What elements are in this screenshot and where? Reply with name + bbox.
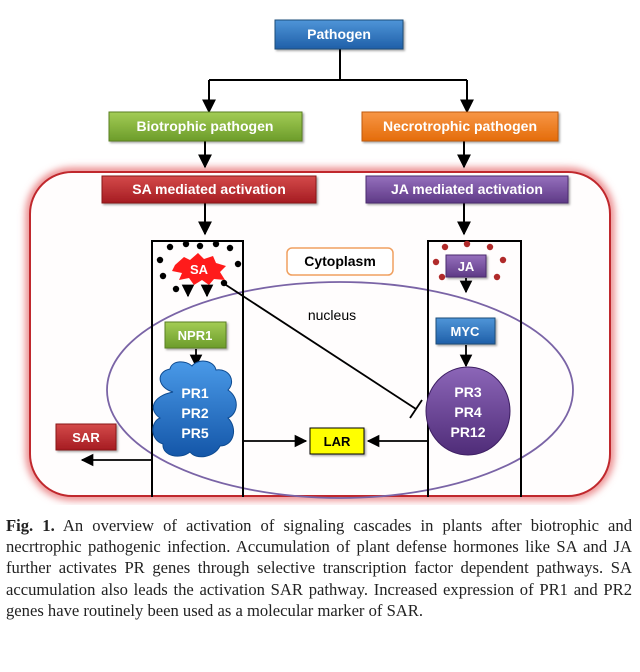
necrotrophic-label: Necrotrophic pathogen — [383, 118, 537, 134]
sar-label: SAR — [72, 430, 100, 445]
cytoplasm-box: Cytoplasm — [286, 247, 394, 276]
sa-column — [151, 240, 244, 497]
ja-column — [427, 240, 522, 497]
sa-dots — [156, 240, 242, 293]
pathogen-box: Pathogen — [274, 19, 404, 50]
biotrophic-box: Biotrophic pathogen — [108, 111, 303, 142]
myc-label: MYC — [451, 324, 481, 339]
figure-caption: Fig. 1. An overview of activation of sig… — [6, 515, 632, 621]
pr2-label: PR2 — [181, 405, 208, 421]
npr1-box: NPR1 — [164, 321, 227, 349]
sa-activation-box: SA mediated activation — [101, 175, 317, 204]
sa-shape: SA — [172, 253, 226, 285]
lar-label: LAR — [324, 434, 351, 449]
pr-right-ellipse: PR3 PR4 PR12 — [425, 366, 511, 456]
top-connectors — [198, 49, 474, 236]
lar-box: LAR — [309, 427, 365, 455]
caption-label: Fig. 1. — [6, 516, 55, 535]
caption-text: An overview of activation of signaling c… — [6, 516, 632, 620]
pr12-label: PR12 — [450, 424, 485, 440]
sa-label: SA — [190, 262, 209, 277]
myc-box: MYC — [435, 317, 496, 345]
pr1-label: PR1 — [181, 385, 208, 401]
necrotrophic-box: Necrotrophic pathogen — [361, 111, 559, 142]
pr5-label: PR5 — [181, 425, 208, 441]
sa-activation-label: SA mediated activation — [132, 181, 286, 197]
ja-dots — [432, 240, 507, 281]
sa-inhibition-line — [222, 282, 423, 419]
npr1-label: NPR1 — [178, 328, 213, 343]
ja-activation-label: JA mediated activation — [391, 181, 543, 197]
sar-box: SAR — [55, 423, 117, 451]
ja-label: JA — [458, 259, 475, 274]
nucleus-ellipse — [106, 281, 574, 499]
biotrophic-label: Biotrophic pathogen — [137, 118, 274, 134]
nucleus-label: nucleus — [308, 307, 356, 323]
pr-left-cloud: PR1 PR2 PR5 — [152, 360, 237, 458]
ja-box: JA — [445, 254, 487, 278]
pathogen-label: Pathogen — [307, 26, 371, 42]
ja-activation-box: JA mediated activation — [365, 175, 569, 204]
cytoplasm-label: Cytoplasm — [304, 253, 376, 269]
pr3-label: PR3 — [454, 384, 481, 400]
signaling-diagram: Pathogen Biotrophic pathogen Necrotrophi… — [26, 19, 614, 500]
sa-arrows — [181, 284, 214, 298]
pr4-label: PR4 — [454, 404, 481, 420]
